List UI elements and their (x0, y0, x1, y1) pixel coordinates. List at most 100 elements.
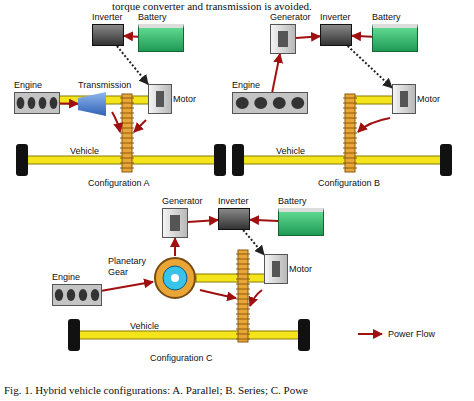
component-node: Battery (138, 12, 184, 52)
gear-tooth (343, 103, 357, 104)
component-label: Battery (138, 12, 167, 23)
cylinder (79, 289, 87, 301)
gear-tooth (343, 123, 357, 124)
motor-core (156, 91, 165, 108)
gear-tooth (343, 118, 357, 119)
pg-symbol (153, 256, 197, 300)
component-label: Engine (52, 272, 80, 283)
component-label: Inverter (218, 196, 249, 207)
component-label: Battery (372, 12, 401, 23)
gear-tooth (236, 299, 250, 300)
component-node: Planetary Gear (108, 256, 197, 300)
cylinder (50, 97, 58, 109)
mot-symbol (148, 84, 172, 114)
gear-tooth (236, 264, 250, 265)
engine-cylinders (15, 93, 59, 113)
component-label: Motor (417, 94, 440, 105)
gear-tooth (236, 319, 250, 320)
cylinder (236, 97, 249, 109)
mot-symbol (162, 208, 188, 238)
gear-tooth (120, 168, 134, 169)
gear-tooth (236, 324, 250, 325)
eng-symbol (14, 92, 60, 114)
component-node: Inverter (218, 196, 250, 230)
power-flow-arrow (272, 54, 280, 92)
gear-tooth (343, 153, 357, 154)
gear-tooth (236, 329, 250, 330)
component-label: Motor (173, 94, 196, 105)
gear-tooth (120, 118, 134, 119)
gear-tooth (120, 123, 134, 124)
gear-tooth (120, 163, 134, 164)
power-flow-arrow (188, 220, 218, 222)
vehicle-label: Vehicle (70, 146, 99, 157)
gear-tooth (236, 279, 250, 280)
gear-tooth (343, 108, 357, 109)
mot-symbol (264, 254, 288, 284)
power-flow-arrow (250, 220, 278, 221)
component-label: Generator (162, 196, 203, 207)
bat-symbol (138, 24, 184, 52)
gear-tooth (343, 143, 357, 144)
gear-tooth (236, 304, 250, 305)
hub (171, 274, 179, 282)
gear-tooth (120, 98, 134, 99)
engine-cylinders (233, 93, 307, 113)
gear-tooth (236, 339, 250, 340)
bat-symbol (372, 24, 418, 52)
motor-core (170, 215, 180, 232)
gear-tooth (120, 103, 134, 104)
gear-tooth (120, 128, 134, 129)
gear-tooth (343, 98, 357, 99)
cylinder (67, 289, 75, 301)
cylinder (273, 97, 286, 109)
mot-symbol (270, 24, 296, 54)
component-label: Battery (278, 196, 307, 207)
eng-symbol (232, 92, 308, 114)
gear-tooth (343, 113, 357, 114)
shafts (26, 96, 442, 339)
motor-core (400, 91, 409, 108)
bat-symbol (278, 208, 324, 236)
gear-tooth (236, 259, 250, 260)
component-node: Motor (264, 254, 312, 284)
figure-caption: Fig. 1. Hybrid vehicle configurations: A… (4, 384, 308, 397)
gear-tooth (120, 158, 134, 159)
mot-symbol (392, 84, 416, 114)
gear-tooth (120, 108, 134, 109)
component-node: Engine (52, 272, 102, 306)
eng-symbol (52, 284, 102, 306)
gear-tooth (236, 314, 250, 315)
gear-tooth (120, 153, 134, 154)
component-label: Engine (14, 80, 42, 91)
wire-connector (243, 230, 264, 255)
power-flow-arrow (174, 238, 176, 256)
component-label: Inverter (92, 12, 123, 23)
component-node: Motor (148, 84, 196, 114)
flow-arrows (112, 112, 390, 334)
gear-tooth (343, 128, 357, 129)
component-node: Motor (392, 84, 440, 114)
configuration-label: Configuration C (150, 353, 213, 364)
gear-tooth (343, 163, 357, 164)
cylinder (39, 97, 47, 109)
inv-symbol (92, 24, 124, 46)
power-flow-arrow (102, 282, 153, 291)
component-node: Generator (270, 12, 311, 54)
component-label: Transmission (78, 80, 131, 91)
cylinder (91, 289, 99, 301)
gear-tooth (236, 254, 250, 255)
vehicle-label: Vehicle (276, 146, 305, 157)
body-text: torque converter and transmission is avo… (112, 0, 312, 13)
cylinder (254, 97, 267, 109)
component-node: Generator (162, 196, 203, 238)
component-label: Engine (232, 80, 260, 91)
trn-symbol (78, 92, 106, 116)
gear-tooth (343, 133, 357, 134)
cylinder (28, 97, 36, 109)
motor-core (272, 261, 281, 278)
cylinder (55, 289, 63, 301)
power-flow-arrow (124, 35, 138, 38)
gear-tooth (343, 168, 357, 169)
